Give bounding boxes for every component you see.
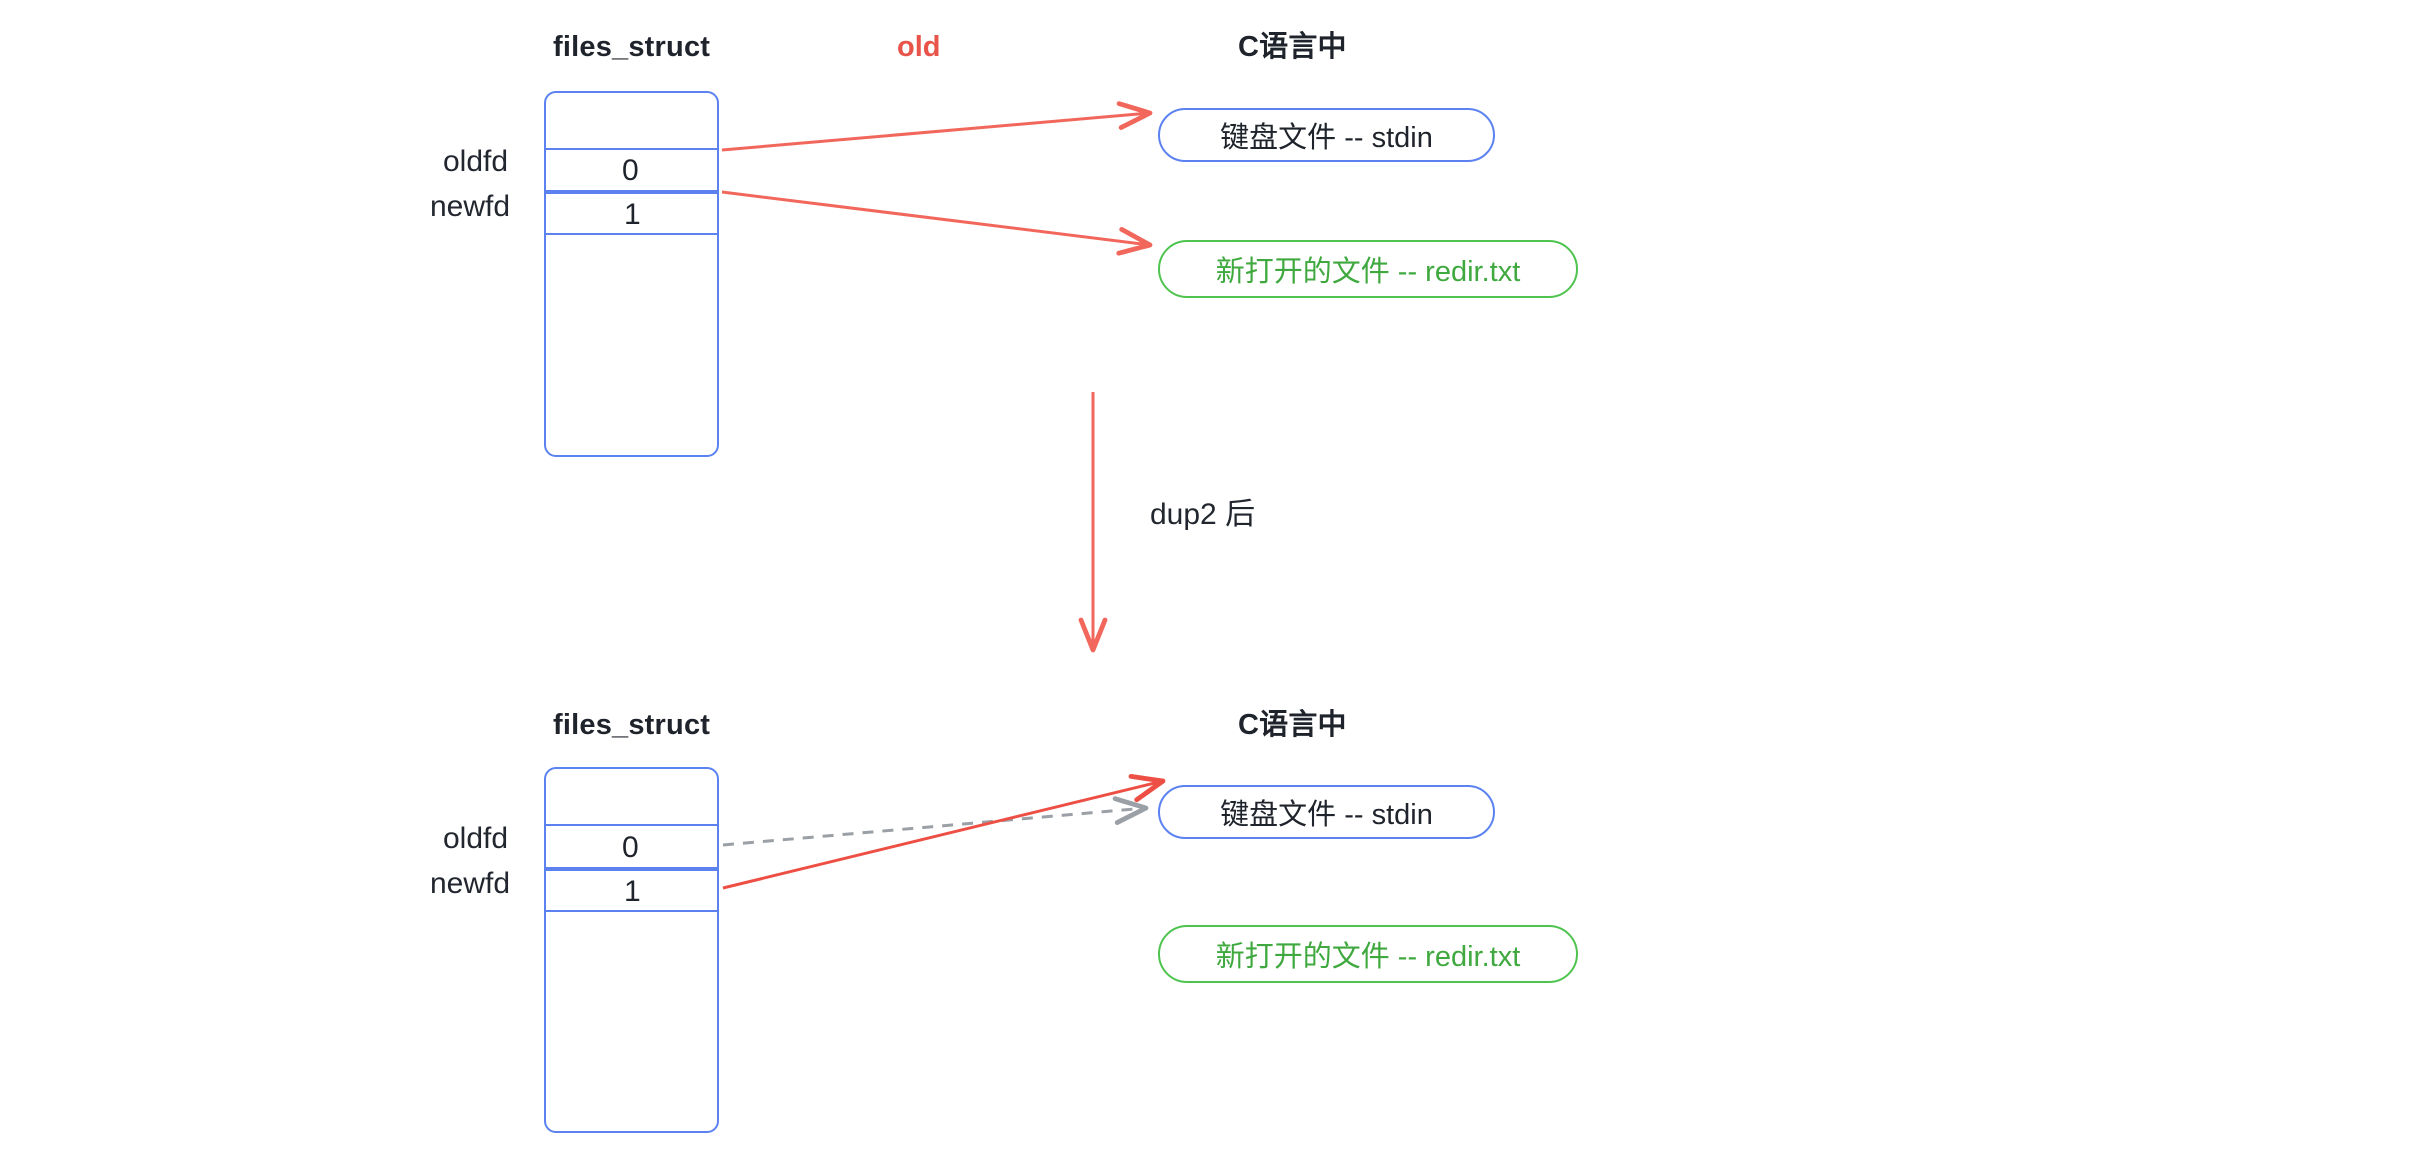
bottom-redir-label: 新打开的文件 -- redir.txt bbox=[1215, 941, 1521, 973]
dup2-transition-label: dup2 后 bbox=[1150, 498, 1256, 531]
top-arrow-newfd-to-redir bbox=[721, 190, 1153, 256]
bottom-stdin-box[interactable]: 键盘文件 -- stdin bbox=[1158, 785, 1495, 839]
top-divider-above-oldfd bbox=[546, 148, 717, 150]
bottom-stdin-label: 键盘文件 -- stdin bbox=[1220, 799, 1433, 831]
top-c-language-title: C语言中 bbox=[1238, 31, 1347, 63]
top-stdin-box[interactable]: 键盘文件 -- stdin bbox=[1158, 108, 1495, 162]
top-cell-newfd-value: 1 bbox=[624, 198, 641, 231]
bottom-c-language-title: C语言中 bbox=[1238, 709, 1347, 741]
top-files-struct-title: files_struct bbox=[553, 31, 711, 63]
bottom-files-struct-box bbox=[544, 767, 719, 1133]
top-divider-between-rows bbox=[546, 190, 717, 194]
bottom-files-struct-title: files_struct bbox=[553, 709, 711, 741]
bottom-divider-below-newfd bbox=[546, 910, 717, 912]
bottom-row-label-newfd: newfd bbox=[430, 867, 511, 900]
top-stdin-label: 键盘文件 -- stdin bbox=[1220, 122, 1433, 154]
top-cell-oldfd-value: 0 bbox=[622, 154, 639, 187]
top-redir-box[interactable]: 新打开的文件 -- redir.txt bbox=[1158, 240, 1578, 298]
bottom-divider-above-oldfd bbox=[546, 824, 717, 826]
bottom-redir-box[interactable]: 新打开的文件 -- redir.txt bbox=[1158, 925, 1578, 983]
bottom-arrow-newfd-to-stdin bbox=[722, 774, 1166, 890]
bottom-arrow-oldfd-to-stdin-dashed bbox=[722, 796, 1149, 847]
bottom-divider-between-rows bbox=[546, 867, 717, 871]
bottom-cell-newfd-value: 1 bbox=[624, 875, 641, 908]
top-arrow-oldfd-to-stdin bbox=[721, 101, 1153, 152]
top-divider-below-newfd bbox=[546, 233, 717, 235]
top-row-label-oldfd: oldfd bbox=[443, 145, 509, 178]
top-redir-label: 新打开的文件 -- redir.txt bbox=[1215, 256, 1521, 288]
bottom-row-label-oldfd: oldfd bbox=[443, 822, 509, 855]
bottom-cell-oldfd-value: 0 bbox=[622, 831, 639, 864]
top-row-label-newfd: newfd bbox=[430, 190, 511, 223]
old-label: old bbox=[897, 31, 941, 63]
top-files-struct-box bbox=[544, 91, 719, 457]
